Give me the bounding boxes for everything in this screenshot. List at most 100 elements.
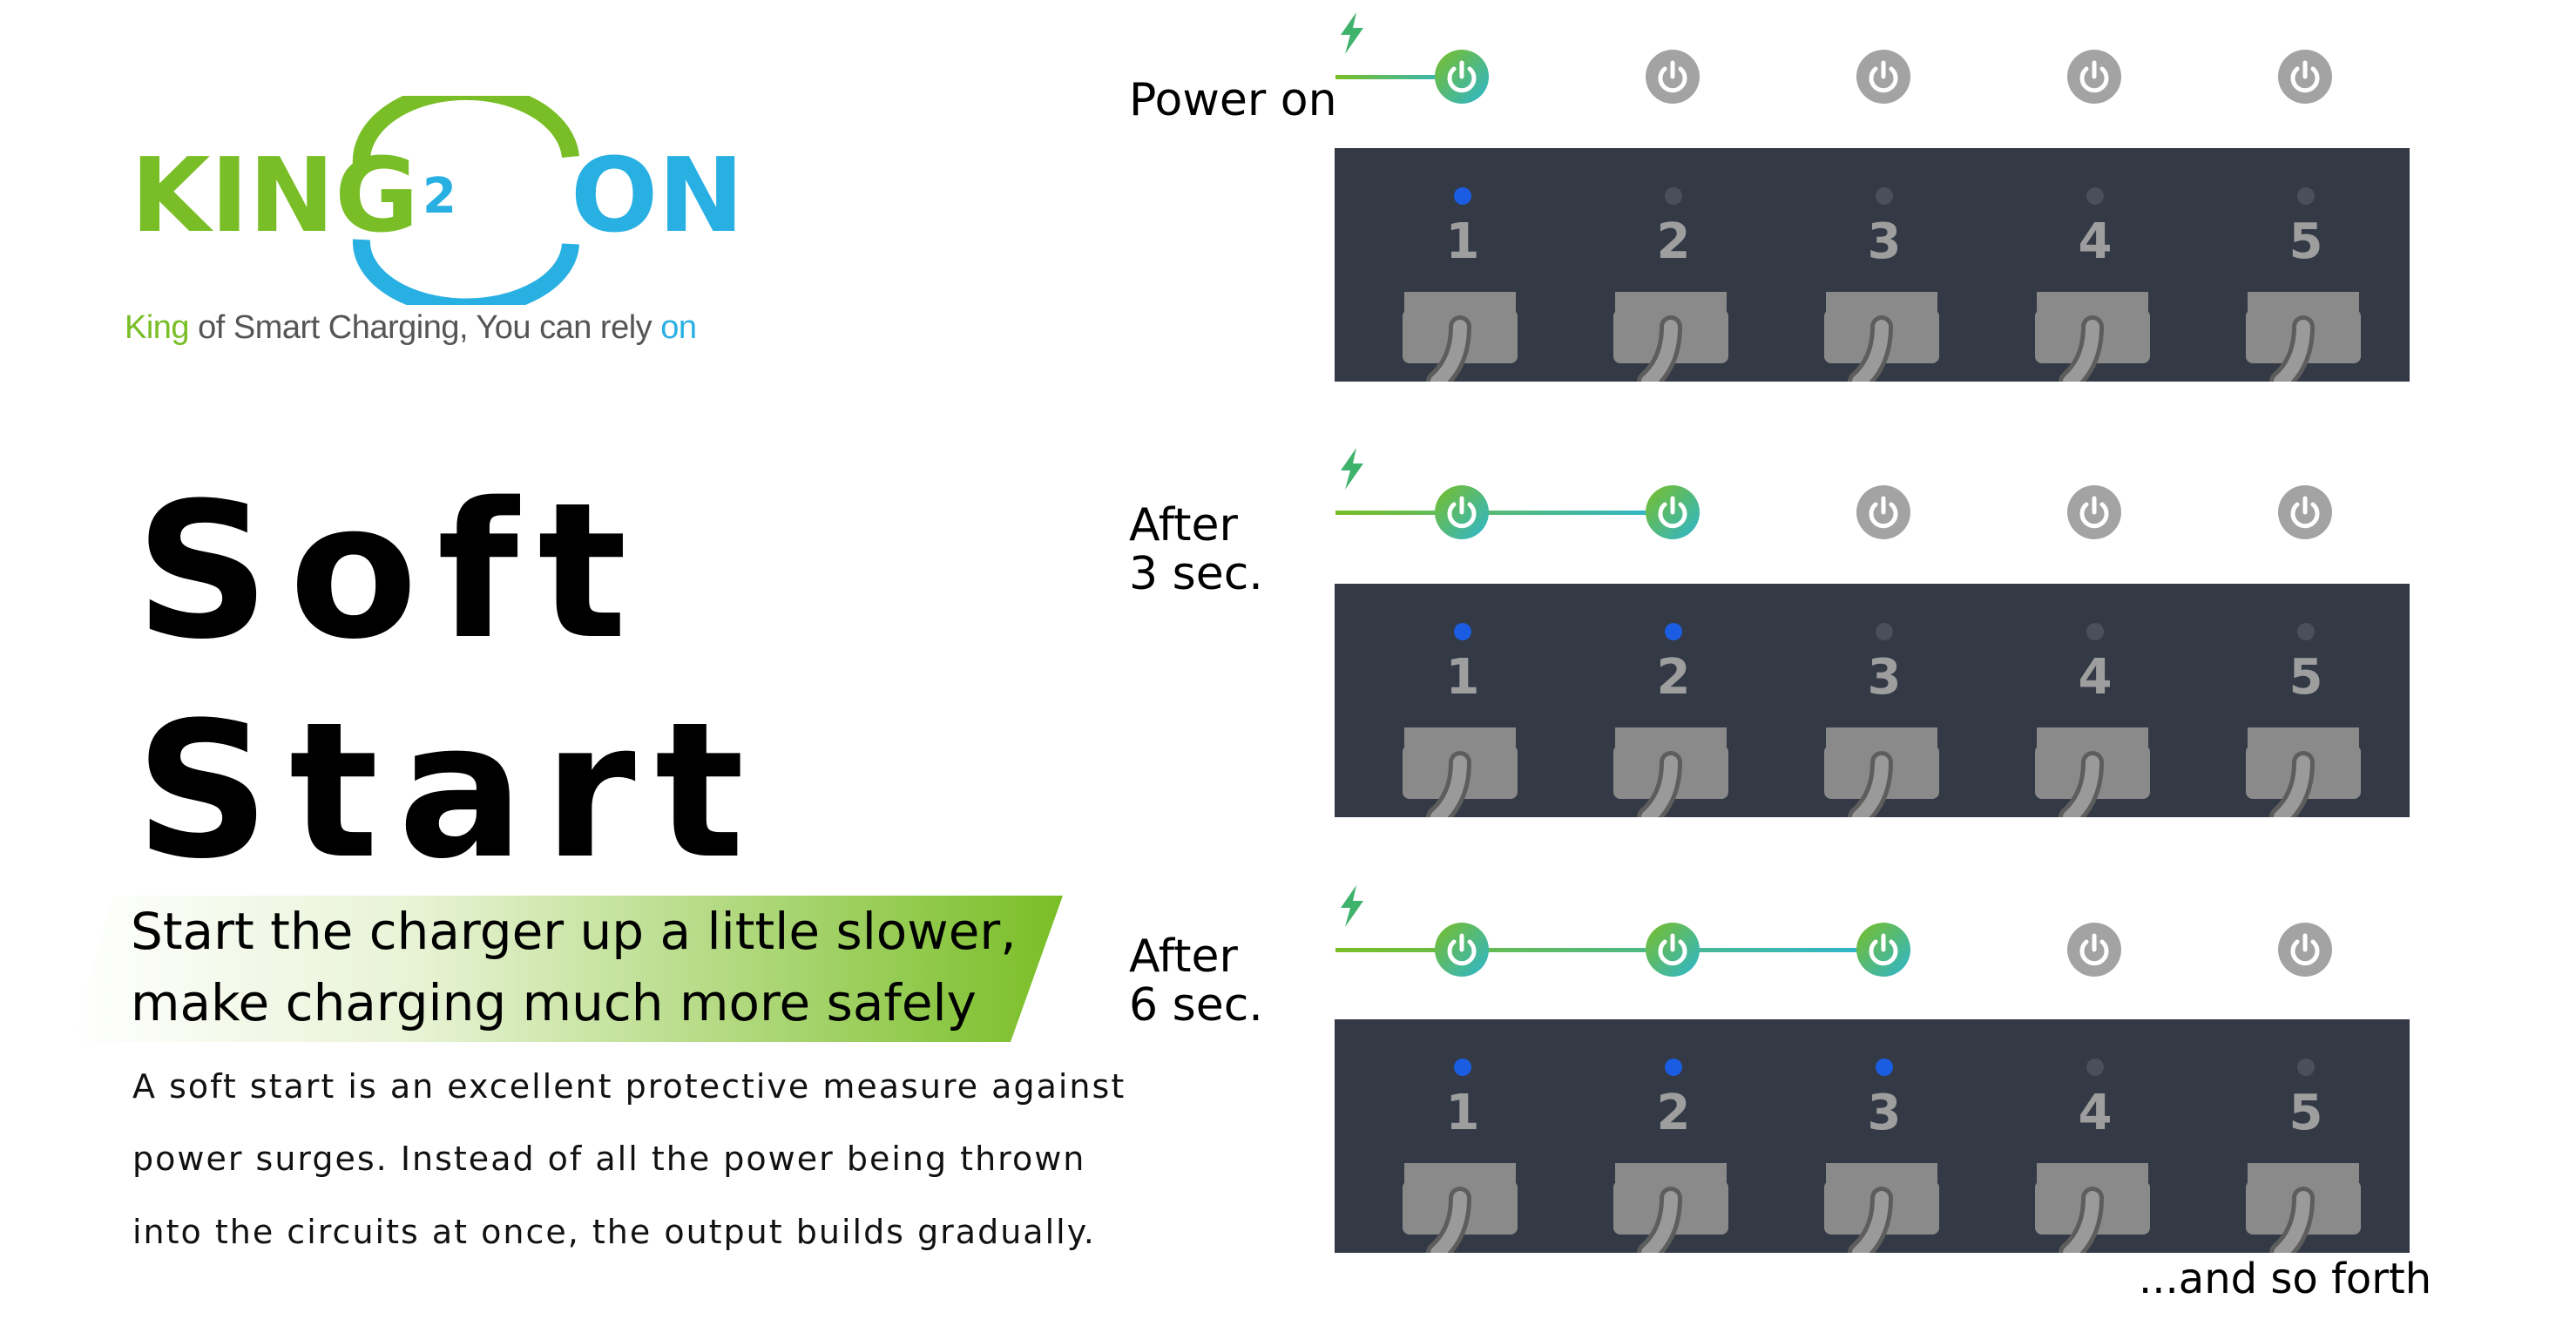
charging-port-5: 5 xyxy=(2237,1019,2368,1264)
usb-plug-icon xyxy=(1403,1163,1518,1264)
usb-plug-icon xyxy=(1824,1163,1946,1264)
charging-port-1: 1 xyxy=(1394,1019,1525,1264)
status-led-icon xyxy=(1665,623,1682,640)
port-number: 4 xyxy=(2078,213,2113,270)
status-led-icon xyxy=(2086,187,2104,205)
port-number: 4 xyxy=(2078,1085,2113,1141)
usb-plug-icon xyxy=(2246,1163,2361,1264)
power-button-4[interactable] xyxy=(2067,485,2121,539)
status-led-icon xyxy=(2086,623,2104,640)
logo-word-king: KING xyxy=(131,135,419,255)
status-led-icon xyxy=(2297,623,2315,640)
status-led-icon xyxy=(1665,1059,1682,1076)
usb-plug-icon xyxy=(2246,1163,2368,1264)
power-button-3[interactable] xyxy=(1856,50,1910,104)
charging-port-2: 2 xyxy=(1605,1019,1735,1264)
charging-port-3: 3 xyxy=(1815,584,1946,829)
usb-plug-icon xyxy=(1824,292,1946,393)
charging-port-1: 1 xyxy=(1394,584,1525,829)
power-icon xyxy=(1447,496,1477,529)
tagline-king: King xyxy=(125,309,190,346)
status-led-icon xyxy=(1454,623,1471,640)
power-button-5[interactable] xyxy=(2278,923,2332,977)
power-button-2[interactable] xyxy=(1646,50,1700,104)
charging-port-4: 4 xyxy=(2026,584,2157,829)
charging-port-4: 4 xyxy=(2026,148,2157,393)
usb-plug-icon xyxy=(1403,727,1518,829)
port-number: 1 xyxy=(1445,649,1480,706)
status-led-icon xyxy=(1454,187,1471,205)
usb-plug-icon xyxy=(2246,727,2368,829)
status-led-icon xyxy=(1454,1059,1471,1076)
usb-plug-icon xyxy=(1824,292,1939,393)
power-button-3[interactable] xyxy=(1856,923,1910,977)
power-button-2[interactable] xyxy=(1646,923,1700,977)
usb-plug-icon xyxy=(2246,727,2361,829)
power-button-1[interactable] xyxy=(1435,50,1489,104)
port-number: 5 xyxy=(2289,649,2323,706)
usb-plug-icon xyxy=(1824,727,1946,829)
logo-ring-icon xyxy=(352,96,579,305)
charging-port-4: 4 xyxy=(2026,1019,2157,1264)
power-icon xyxy=(2290,496,2320,529)
power-icon xyxy=(1447,60,1477,93)
charging-port-3: 3 xyxy=(1815,148,1946,393)
logo-word-two: 2 xyxy=(423,168,456,225)
power-icon xyxy=(1869,496,1898,529)
port-number: 3 xyxy=(1867,649,1902,706)
power-button-2[interactable] xyxy=(1646,485,1700,539)
and-so-forth-label: ...and so forth xyxy=(2139,1255,2432,1303)
usb-plug-icon xyxy=(1613,727,1735,829)
power-button-4[interactable] xyxy=(2067,50,2121,104)
charging-port-2: 2 xyxy=(1605,148,1735,393)
page-title-line1: Soft xyxy=(135,462,646,680)
charging-port-2: 2 xyxy=(1605,584,1735,829)
charging-port-5: 5 xyxy=(2237,148,2368,393)
usb-plug-icon xyxy=(2035,292,2157,393)
usb-plug-icon xyxy=(1403,727,1525,829)
port-number: 1 xyxy=(1445,213,1480,270)
lightning-bolt-icon xyxy=(1337,12,1367,54)
power-button-1[interactable] xyxy=(1435,485,1489,539)
power-icon xyxy=(1658,60,1687,93)
power-button-1[interactable] xyxy=(1435,923,1489,977)
charging-port-3: 3 xyxy=(1815,1019,1946,1264)
usb-plug-icon xyxy=(2035,727,2150,829)
power-button-5[interactable] xyxy=(2278,485,2332,539)
lightning-bolt-icon xyxy=(1341,12,1363,54)
power-icon xyxy=(2079,496,2109,529)
stage-label-after-3: After 3 sec. xyxy=(1129,501,1263,599)
tagline: King of Smart Charging, You can rely on xyxy=(125,309,697,347)
usb-plug-icon xyxy=(1613,727,1728,829)
power-icon xyxy=(2290,933,2320,966)
port-number: 1 xyxy=(1445,1085,1480,1141)
charging-port-5: 5 xyxy=(2237,584,2368,829)
lightning-bolt-icon xyxy=(1337,448,1367,490)
usb-plug-icon xyxy=(2035,1163,2157,1264)
power-button-3[interactable] xyxy=(1856,485,1910,539)
port-number: 2 xyxy=(1656,1085,1691,1141)
power-button-5[interactable] xyxy=(2278,50,2332,104)
port-number: 3 xyxy=(1867,213,1902,270)
stage-label-line: Power on xyxy=(1129,74,1337,126)
status-led-icon xyxy=(1876,1059,1893,1076)
page-title-line2: Start xyxy=(135,681,764,900)
description-line1: A soft start is an excellent protective … xyxy=(132,1067,1126,1106)
port-number: 5 xyxy=(2289,1085,2323,1141)
usb-plug-icon xyxy=(1613,292,1728,393)
logo-word-on: ON xyxy=(571,135,745,255)
stage-label-line: After xyxy=(1129,499,1238,551)
tagline-on: on xyxy=(660,309,697,346)
usb-plug-icon xyxy=(2035,292,2150,393)
usb-plug-icon xyxy=(2246,292,2361,393)
usb-plug-icon xyxy=(2035,727,2157,829)
stage-label-line: 6 sec. xyxy=(1129,979,1263,1032)
lightning-bolt-icon xyxy=(1337,885,1367,927)
subtitle-line1: Start the charger up a little slower, xyxy=(131,902,1017,961)
charger-panel: 1 2 3 4 5 xyxy=(1335,1019,2410,1264)
power-icon xyxy=(1869,933,1898,966)
description-line2: power surges. Instead of all the power b… xyxy=(132,1140,1086,1178)
port-number: 2 xyxy=(1656,213,1691,270)
power-button-4[interactable] xyxy=(2067,923,2121,977)
usb-plug-icon xyxy=(1403,292,1525,393)
